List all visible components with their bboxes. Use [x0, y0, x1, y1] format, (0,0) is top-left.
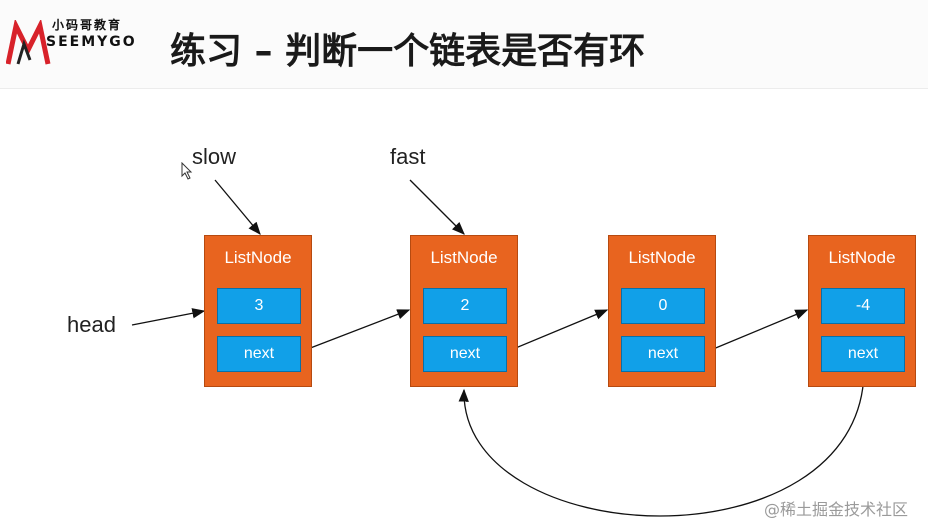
node-next: next [217, 336, 301, 372]
watermark: @稀土掘金技术社区 [763, 500, 908, 519]
node-title: ListNode [430, 248, 498, 267]
node-next: next [423, 336, 507, 372]
slide-title: 练习 – 判断一个链表是否有环 [170, 31, 646, 72]
head-label: head [67, 312, 116, 337]
node-value: -4 [821, 288, 905, 324]
node-next: next [621, 336, 705, 372]
link-arrow-1 [299, 309, 411, 353]
node-next: next [821, 336, 905, 372]
list-node: ListNode 0 next [608, 235, 716, 387]
fast-pointer-arrow [409, 179, 465, 235]
link-arrow-3 [705, 309, 809, 353]
node-value: 2 [423, 288, 507, 324]
node-value: 0 [621, 288, 705, 324]
slow-pointer-arrow [214, 179, 261, 235]
list-node: ListNode 2 next [410, 235, 518, 387]
cycle-back-arrow [458, 371, 865, 517]
node-title: ListNode [224, 248, 292, 267]
fast-label: fast [390, 144, 426, 169]
node-title: ListNode [828, 248, 896, 267]
logo-text-en: SEEMYGO [46, 34, 137, 50]
logo-icon [6, 20, 51, 65]
mouse-cursor-icon [181, 162, 193, 180]
list-node: ListNode -4 next [808, 235, 916, 387]
slide-header: 小码哥教育 SEEMYGO 练习 – 判断一个链表是否有环 [0, 0, 928, 89]
link-arrow-2 [505, 309, 609, 353]
node-value: 3 [217, 288, 301, 324]
head-pointer-arrow [131, 308, 206, 326]
logo-text-cn: 小码哥教育 [52, 18, 123, 32]
node-title: ListNode [628, 248, 696, 267]
list-node: ListNode 3 next [204, 235, 312, 387]
slow-label: slow [192, 144, 237, 169]
